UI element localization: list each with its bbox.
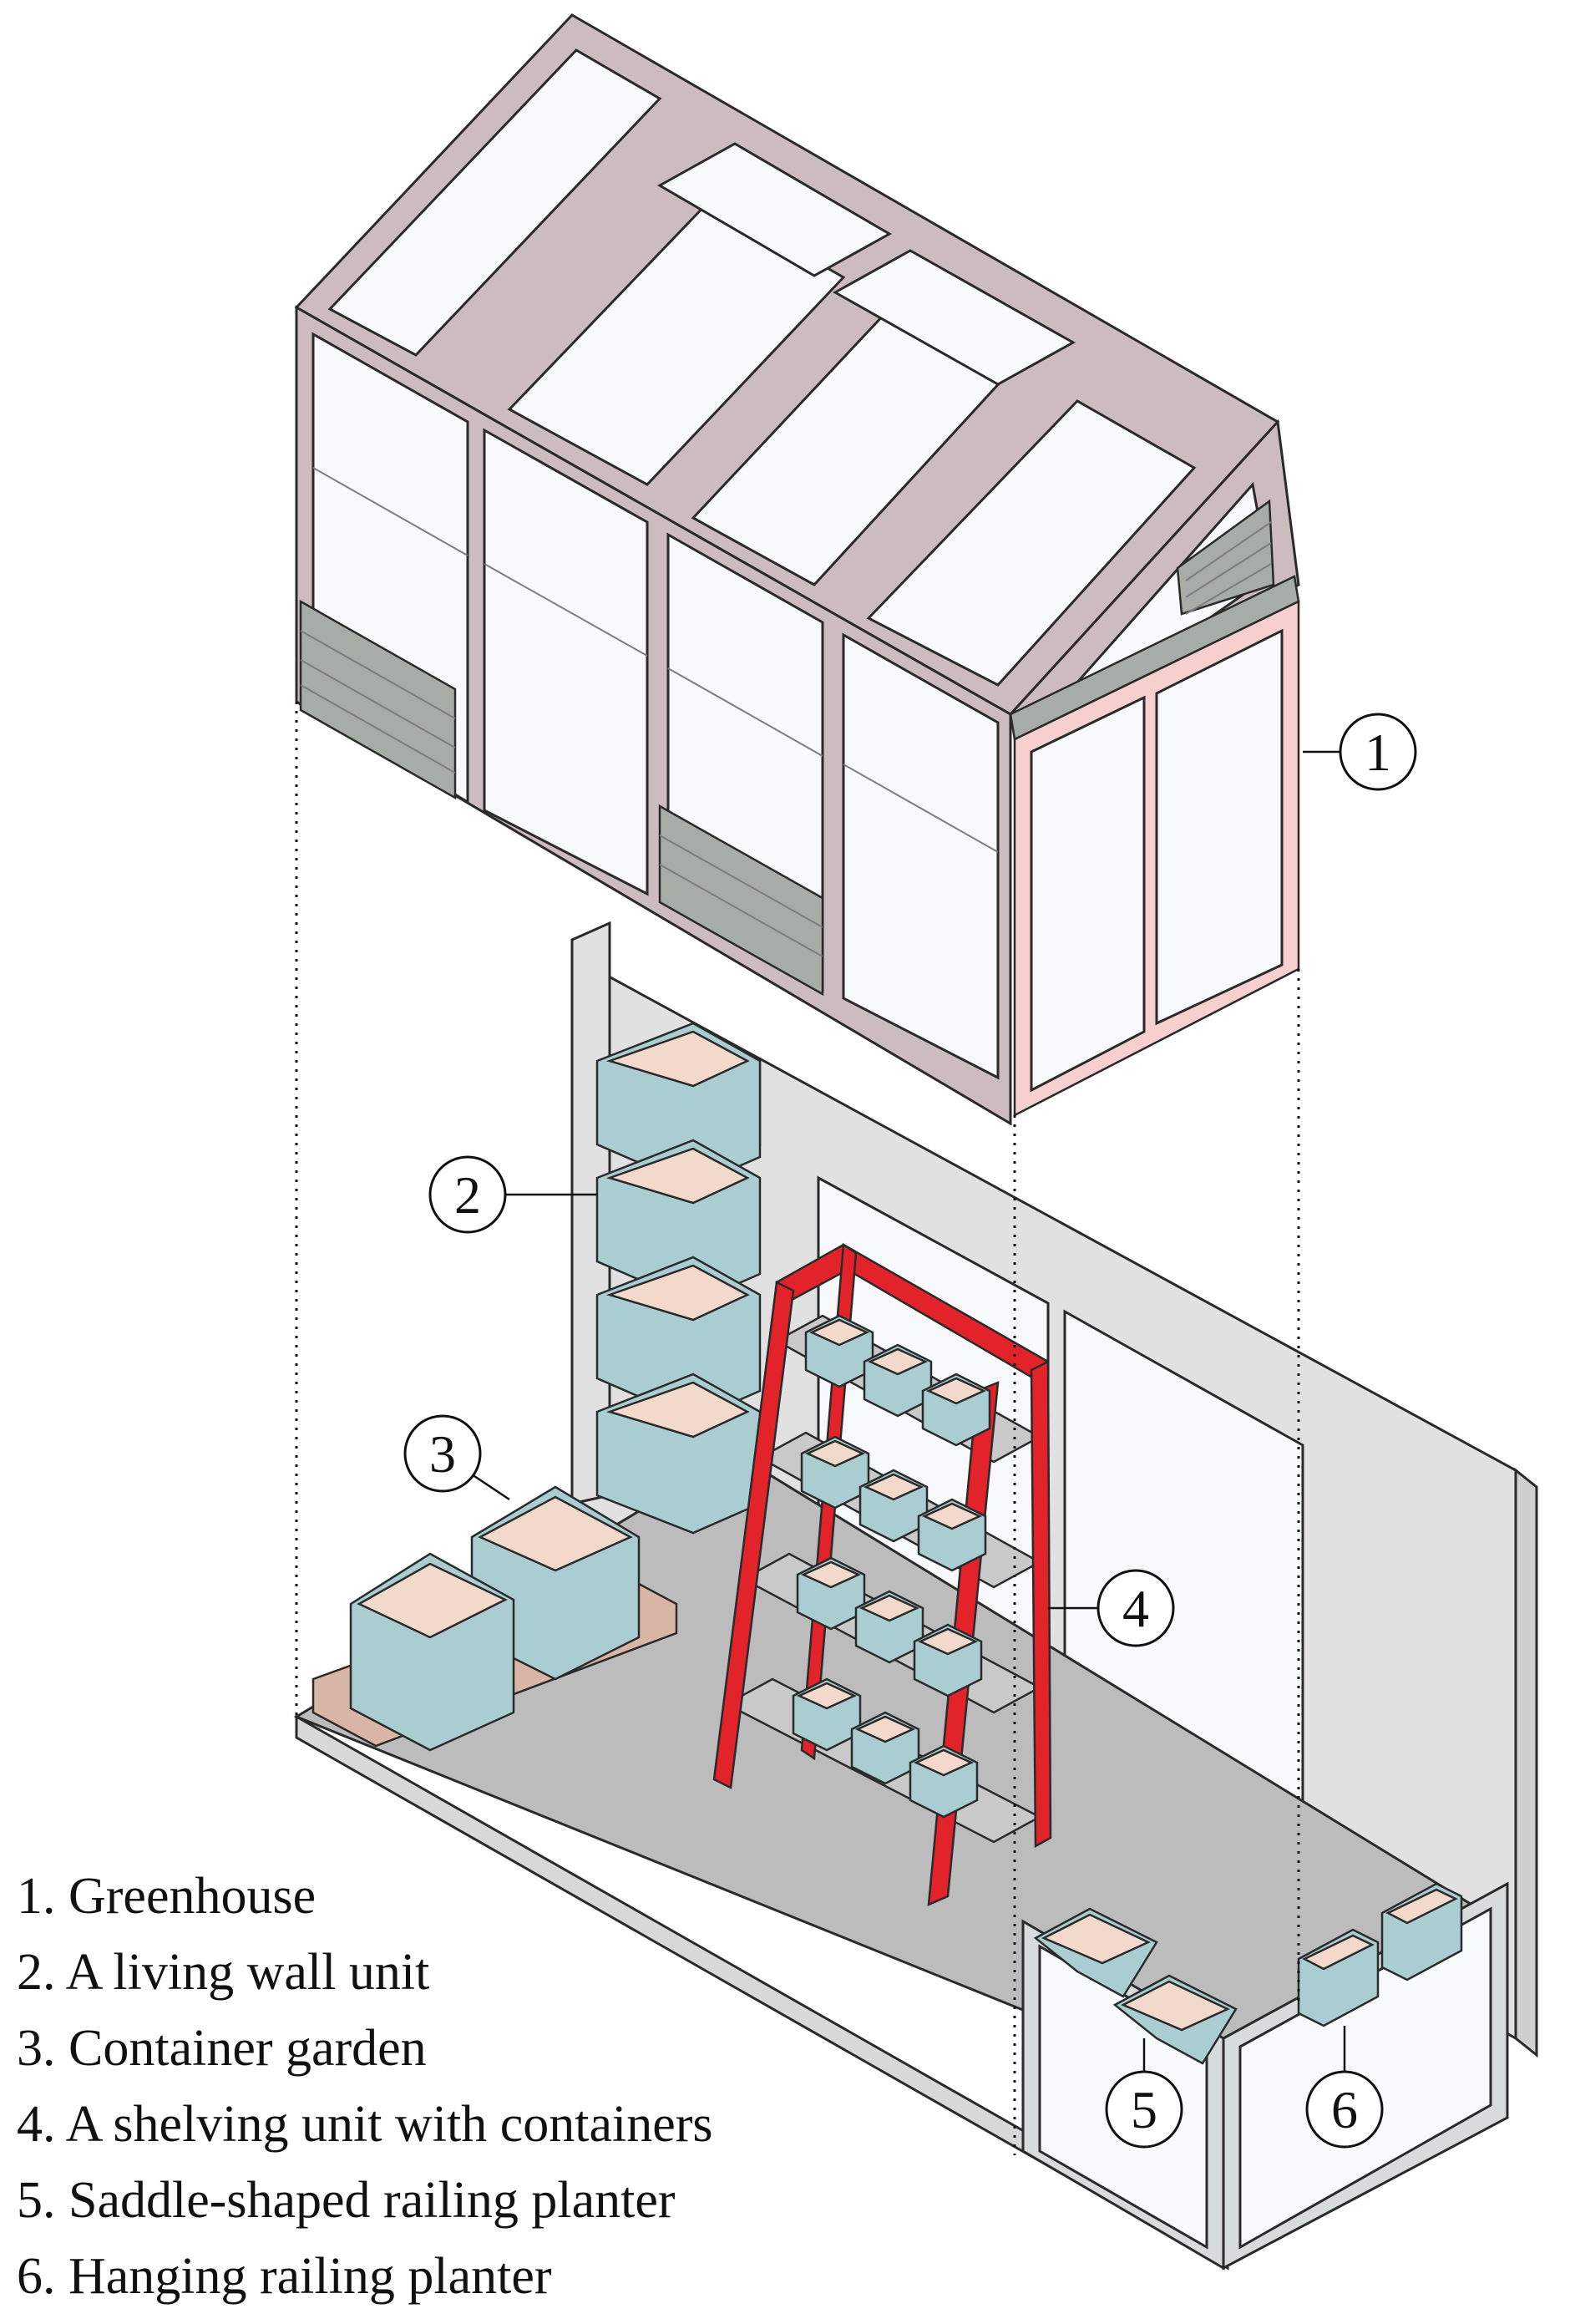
legend: 1. Greenhouse 2. A living wall unit 3. C… <box>17 1859 935 2315</box>
callout-3-label: 3 <box>429 1424 456 1484</box>
callout-5: 5 <box>1105 2038 1183 2149</box>
roof-vent <box>656 142 893 277</box>
roof-vent <box>832 249 1076 386</box>
legend-item-hanging-planter: 6. Hanging railing planter <box>17 2248 552 2305</box>
callout-3: 3 <box>403 1414 510 1501</box>
living-wall-unit <box>595 1022 762 1535</box>
callout-1-label: 1 <box>1365 723 1391 782</box>
callout-2-label: 2 <box>454 1165 481 1225</box>
callout-4: 4 <box>1048 1569 1175 1647</box>
callout-6: 6 <box>1305 2026 1384 2149</box>
callout-4-label: 4 <box>1122 1579 1149 1638</box>
callout-6-label: 6 <box>1331 2080 1358 2139</box>
shelving-unit <box>712 1242 1052 1906</box>
legend-item-container-garden: 3. Container garden <box>17 2020 427 2077</box>
callout-1: 1 <box>1303 713 1417 791</box>
greenhouse <box>294 13 1300 1126</box>
saddle-railing-planter <box>1033 1907 1238 2065</box>
callout-5-label: 5 <box>1131 2080 1157 2139</box>
legend-item-living-wall: 2. A living wall unit <box>17 1944 430 2001</box>
callout-2: 2 <box>428 1155 597 1234</box>
legend-item-shelving-unit: 4. A shelving unit with containers <box>17 2096 713 2153</box>
hanging-railing-planter <box>1297 1882 1463 2027</box>
projection-lines <box>295 702 1300 2155</box>
legend-item-saddle-planter: 5. Saddle-shaped railing planter <box>17 2172 676 2229</box>
legend-item-greenhouse: 1. Greenhouse <box>17 1868 317 1925</box>
container-garden <box>311 1485 678 1752</box>
